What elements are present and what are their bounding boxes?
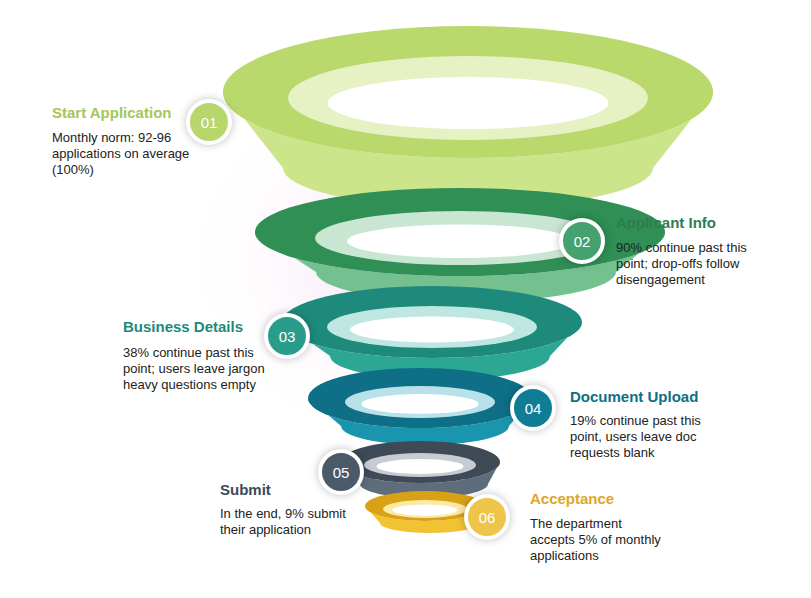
stage-heading: Submit [220, 481, 271, 498]
ring-top [255, 188, 665, 276]
callout-number: 05 [318, 449, 364, 495]
stage-description: Monthly norm: 92-96 applications on aver… [52, 130, 212, 178]
funnel-stage: 06AcceptanceThe department accepts 5% of… [464, 494, 510, 540]
stage-description: The department accepts 5% of monthly app… [530, 516, 665, 564]
funnel-ring [223, 26, 713, 208]
ring-hole [315, 211, 605, 265]
callout-number: 03 [264, 313, 310, 359]
ring-hole-inner [328, 77, 609, 129]
stage-description: 38% continue past this point; users leav… [123, 345, 273, 393]
funnel-ring [282, 286, 582, 380]
ring-top [223, 26, 713, 158]
ring-top [340, 441, 500, 483]
ring-hole [288, 56, 648, 140]
stage-heading: Acceptance [530, 490, 614, 507]
funnel-stage: 01Start ApplicationMonthly norm: 92-96 a… [186, 99, 232, 145]
ring-hole-inner [347, 225, 573, 258]
callout-number: 02 [559, 218, 605, 264]
ring-top [308, 368, 532, 428]
funnel-stage: 05SubmitIn the end, 9% submit their appl… [318, 449, 364, 495]
ring-hole-inner [350, 317, 514, 343]
funnel-ring [255, 188, 665, 302]
ring-hole [364, 453, 476, 477]
callout-number: 01 [186, 99, 232, 145]
callout-number: 04 [510, 385, 556, 431]
stage-description: 90% continue past this point; drop-offs … [616, 240, 776, 288]
ring-hole-inner [362, 394, 479, 414]
funnel-stage: 03Business Details38% continue past this… [264, 313, 310, 359]
ring-hole [345, 386, 495, 418]
ring-hole [327, 306, 537, 348]
stage-description: In the end, 9% submit their application [220, 506, 355, 538]
ring-hole-inner [392, 505, 458, 516]
funnel-ring [308, 368, 532, 445]
ring-hole [383, 500, 467, 518]
callout-number: 06 [464, 494, 510, 540]
ring-hole-inner [376, 459, 463, 474]
stage-heading: Applicant Info [616, 214, 716, 231]
funnel-ring [340, 441, 500, 498]
stage-heading: Start Application [52, 104, 171, 121]
funnel-stage: 04Document Upload19% continue past this … [510, 385, 556, 431]
stage-heading: Business Details [123, 318, 243, 335]
stage-description: 19% continue past this point, users leav… [570, 413, 710, 461]
stage-heading: Document Upload [570, 388, 698, 405]
funnel-stage: 02Applicant Info90% continue past this p… [559, 218, 605, 264]
ring-top [282, 286, 582, 358]
